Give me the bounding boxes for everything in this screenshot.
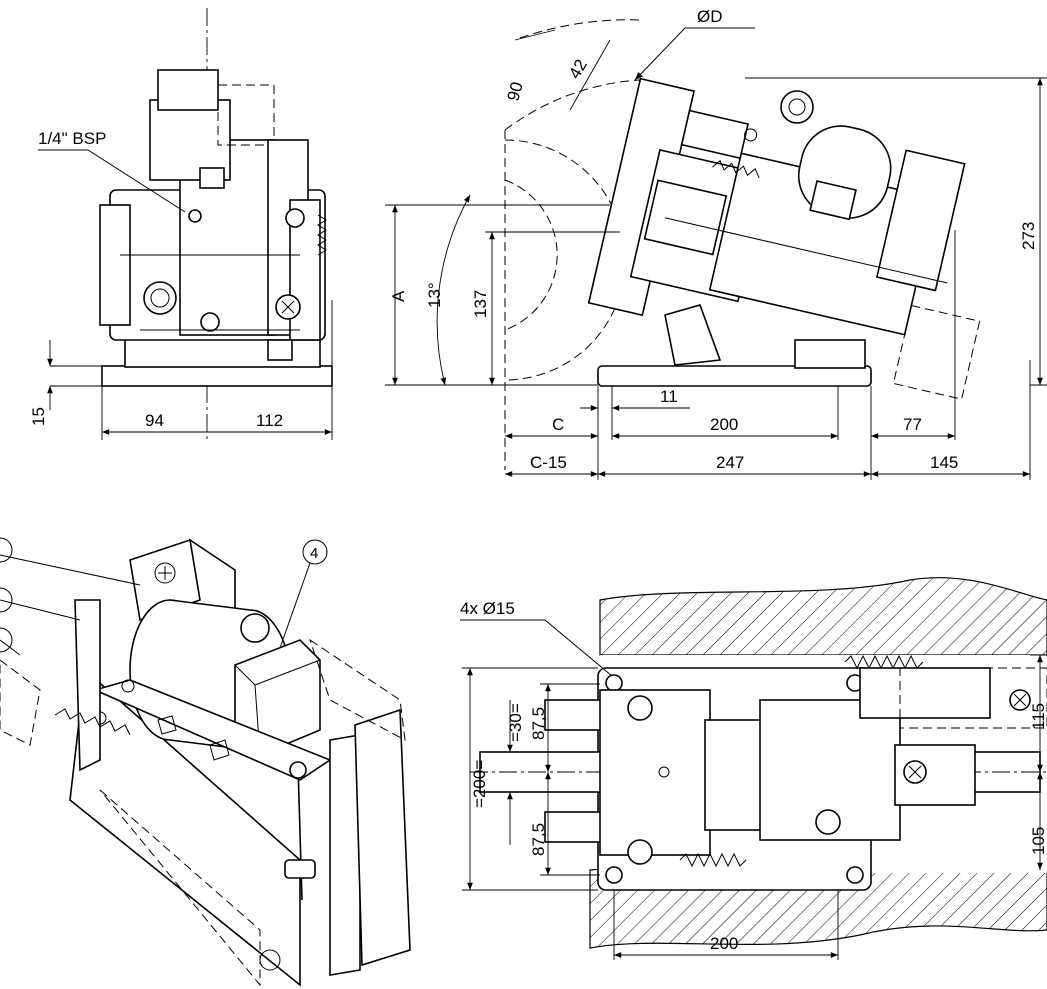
dim-247: 247 <box>716 453 744 472</box>
dim-15: 15 <box>29 407 48 426</box>
dim-A: A <box>389 290 408 302</box>
isometric-view: 4 <box>0 537 411 987</box>
spring-front <box>317 214 327 256</box>
dim-273: 273 <box>1019 222 1038 250</box>
diameter-label: ØD <box>697 7 723 26</box>
dim-90: 90 <box>504 80 527 103</box>
dim-30: =30= <box>506 703 525 742</box>
dim-77: 77 <box>903 415 922 434</box>
dim-87-bot: 87,5 <box>529 823 548 856</box>
dim-C15: C-15 <box>530 453 567 472</box>
dim-42: 42 <box>565 56 591 82</box>
dim-137: 137 <box>471 290 490 318</box>
dim-C: C <box>552 415 564 434</box>
dim-115: 115 <box>1029 703 1047 730</box>
callout-4: 4 <box>310 545 318 562</box>
holes-label: 4x Ø15 <box>460 599 515 618</box>
side-view: ØD 90 42 A 13° 137 273 <box>385 7 1047 480</box>
port-label: 1/4" BSP <box>38 129 106 148</box>
dim-200-plan: =200= <box>470 760 489 808</box>
dim-112: 112 <box>256 411 283 430</box>
dim-145: 145 <box>930 453 958 472</box>
plan-view: 4x Ø15 =200= =30= 87,5 87,5 115 105 <box>460 577 1047 960</box>
dim-200-side: 200 <box>710 415 738 434</box>
dim-94: 94 <box>145 411 164 430</box>
dim-105: 105 <box>1029 827 1047 855</box>
dim-87-top: 87,5 <box>529 707 548 740</box>
dim-200-base: 200 <box>710 934 738 953</box>
front-view: 1/4" BSP 15 94 112 <box>29 8 333 440</box>
dim-11: 11 <box>660 387 678 406</box>
dim-13deg: 13° <box>425 282 444 308</box>
